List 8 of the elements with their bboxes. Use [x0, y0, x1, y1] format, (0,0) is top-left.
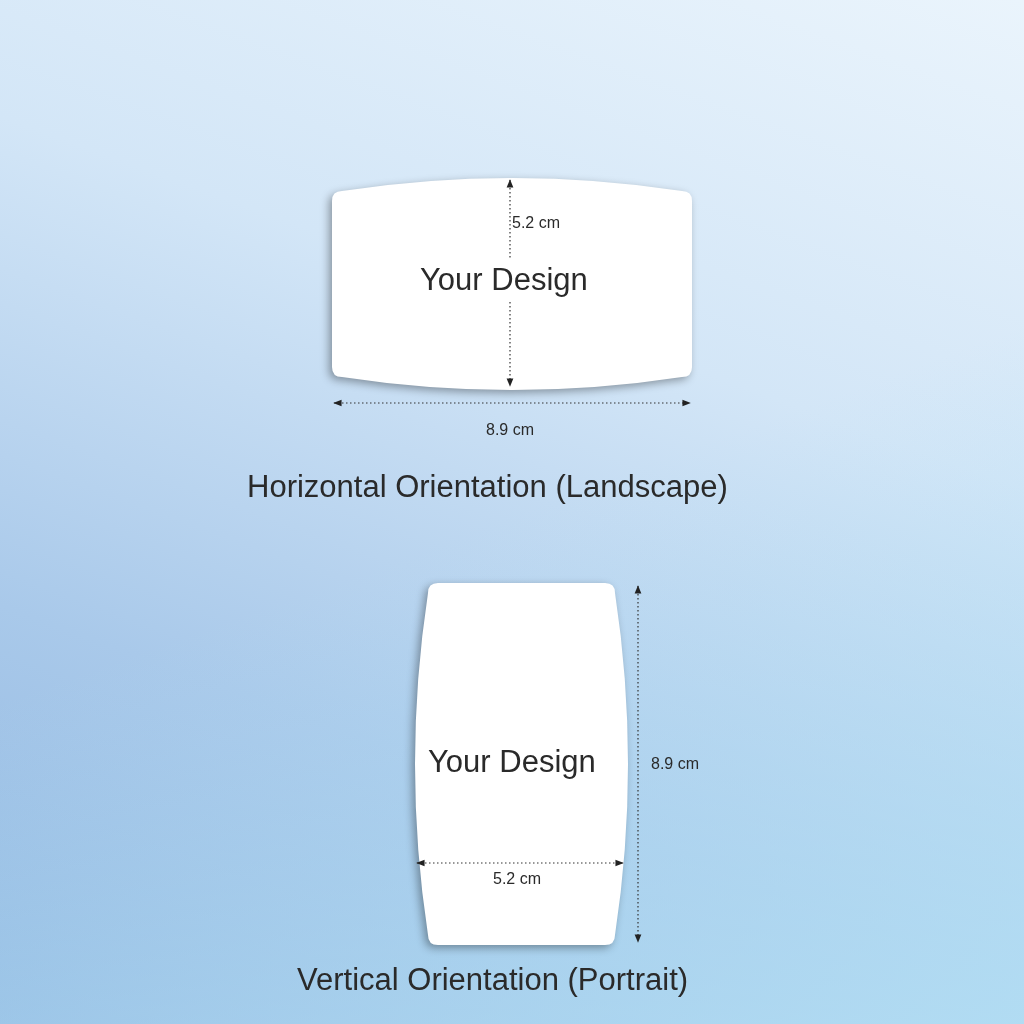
- caption-text: Vertical Orientation (Portrait): [297, 962, 689, 998]
- design-placeholder-text: Your Design: [420, 262, 588, 298]
- dimension-label: 5.2 cm: [512, 214, 560, 232]
- dimension-label: 5.2 cm: [493, 870, 541, 888]
- design-placeholder-text: Your Design: [428, 744, 596, 780]
- dimension-label: 8.9 cm: [651, 755, 699, 773]
- dimension-label: 8.9 cm: [486, 421, 534, 439]
- caption-text: Horizontal Orientation (Landscape): [247, 469, 728, 505]
